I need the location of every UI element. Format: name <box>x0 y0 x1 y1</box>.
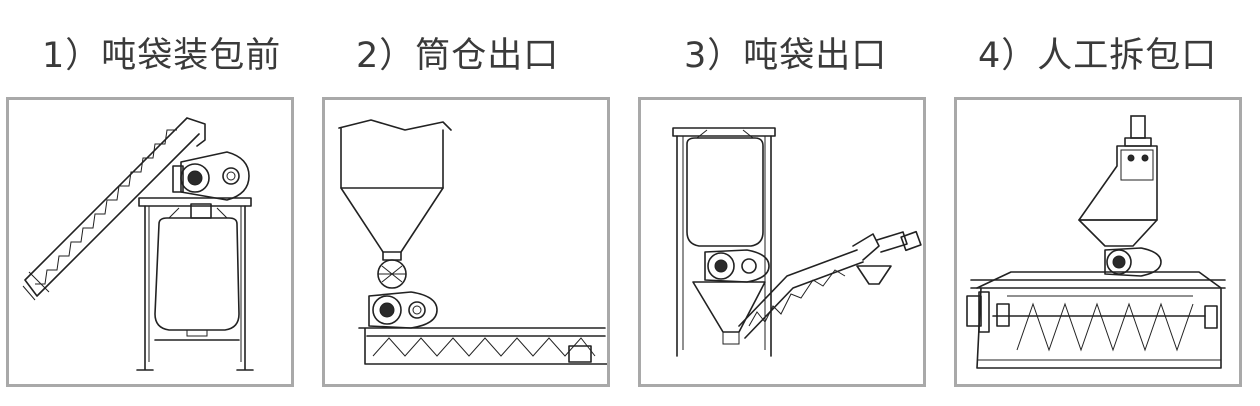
bulk-bag <box>686 129 764 247</box>
panel-frame-4 <box>954 97 1242 387</box>
discharge-frame <box>672 127 776 357</box>
bulk-bag <box>154 207 240 341</box>
panel-frame-1 <box>6 97 294 387</box>
filling-frame <box>136 197 254 371</box>
motor <box>1124 115 1152 147</box>
discharge-hopper <box>692 281 766 345</box>
panel-title-3: 3）吨袋出口 <box>684 36 888 76</box>
drive-unit <box>704 249 770 283</box>
station-body <box>1078 145 1158 247</box>
diagram-manual-station <box>966 115 1226 369</box>
panel-title-1: 1）吨袋装包前 <box>42 36 282 76</box>
diagram-silo-outlet <box>338 119 607 365</box>
diagram-bag-filling <box>22 117 254 371</box>
panel-title-4: 4）人工拆包口 <box>978 36 1218 76</box>
panel-title-2: 2）筒仓出口 <box>356 36 560 76</box>
drive-unit <box>368 291 438 329</box>
horizontal-trough-screw <box>966 271 1226 369</box>
drive-unit <box>1104 247 1162 277</box>
incline-screw-conveyor <box>738 230 922 339</box>
diagram-bag-discharge <box>672 127 922 357</box>
drive-unit <box>172 151 250 201</box>
horizontal-screw-conveyor <box>358 327 607 365</box>
rotary-valve <box>377 259 407 289</box>
silo <box>338 119 452 261</box>
panel-frame-2 <box>322 97 610 387</box>
panel-frame-3 <box>638 97 926 387</box>
incline-screw-conveyor <box>22 117 206 301</box>
